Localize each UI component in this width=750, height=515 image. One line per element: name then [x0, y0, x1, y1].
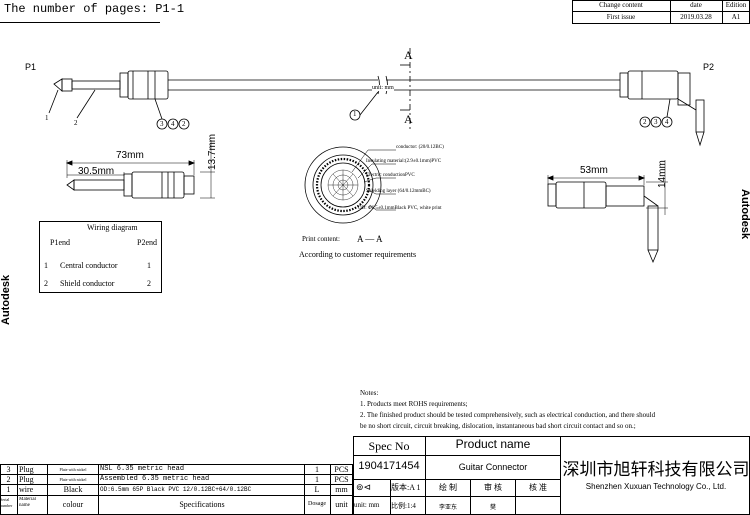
callout-1: 1	[45, 114, 49, 122]
check-label: 审 核	[484, 483, 502, 492]
dim-53: 53mm	[580, 165, 608, 176]
bom-footer-specs: Specifications	[179, 500, 225, 509]
section-letter-bottom: A	[404, 112, 413, 126]
bom-row-3-no: 3	[6, 465, 11, 474]
edition-header: Edition	[725, 1, 747, 9]
wiring-row-1-left: 1	[44, 261, 48, 270]
callout-cable: 1	[353, 110, 357, 118]
spec-no-label: Spec No	[368, 439, 410, 453]
bom-row-1-spec: OD:6.5mm 65P Black PVC 12/0.12BC+64/0.12…	[100, 486, 252, 493]
wiring-diagram-table	[39, 221, 162, 293]
p2-plug-top	[619, 70, 705, 147]
cross-section-label-4: Shielding layer (64/0.12mmBC)	[366, 189, 431, 194]
bom-row-1-no: 1	[6, 485, 11, 494]
dim-14: 14mm	[657, 160, 668, 188]
bom-footer-serial: Serial number	[0, 497, 13, 508]
print-content-value: A — A	[357, 234, 383, 244]
wiring-col-right: P2end	[137, 238, 157, 247]
p1-plug-top	[53, 70, 169, 100]
bom-row-1-note: Black	[63, 485, 83, 494]
bom-footer-unit: unit	[335, 500, 348, 509]
page-count-underline	[0, 22, 160, 23]
watermark-left: Autodesk	[0, 274, 12, 325]
bom-row-1-unit: mm	[335, 485, 348, 494]
bom-row-2-spec: Assembled 6.35 metric head	[100, 475, 210, 483]
company-name-cn: 深圳市旭轩科技有限公司	[562, 460, 750, 479]
note-line-2: 2. The finished product should be tested…	[360, 411, 656, 419]
p1-plug-side	[66, 171, 195, 199]
change-content-header: Change content	[599, 1, 643, 9]
unit-label-drawing: unit: mm	[372, 85, 394, 91]
wiring-col-left: P1end	[50, 238, 70, 247]
wiring-row-1-right: 1	[147, 261, 151, 270]
product-name-label: Product name	[455, 437, 531, 451]
section-letter-top: A	[404, 48, 413, 62]
note-line-3: be no short circuit, circuit breaking, d…	[360, 422, 636, 430]
product-name-value: Guitar Connector	[458, 462, 528, 472]
first-issue-date: 2019.03.28	[680, 13, 712, 21]
page-count-label: The number of pages: P1-1	[4, 2, 185, 16]
dim-30-5: 30.5mm	[78, 166, 115, 177]
bom-row-3-qty: 1	[315, 465, 319, 474]
projection-symbol-icon: ⊚⊲	[356, 482, 372, 492]
scale-label: 比例:1:4	[391, 502, 416, 510]
wiring-title: Wiring diagram	[87, 223, 138, 232]
p2-callout-c: 4	[665, 118, 669, 126]
callout-2: 2	[74, 119, 78, 127]
bom-row-1-name: wire	[19, 485, 34, 494]
p1-callout-a: 3	[160, 120, 164, 128]
cross-section-label-5: OD: Φ6.5±0.1mmBlack PVC, white print	[358, 206, 442, 211]
p2-plug-side	[547, 181, 659, 264]
unit-label: unit: mm	[354, 501, 380, 509]
company-name-en: Shenzhen Xuxuan Technology Co., Ltd.	[585, 482, 727, 491]
cross-section-label-2: Insulating material:(2.9±0.1mm)PVC	[366, 159, 442, 164]
p1-label: P1	[25, 62, 37, 72]
note-line-1: 1. Products meet ROHS requirements;	[360, 400, 468, 408]
bom-row-3-unit: PCS	[334, 465, 349, 474]
p1-callout-c: 2	[182, 120, 186, 128]
bom-row-2-unit: PCS	[334, 475, 349, 484]
customer-requirements: According to customer requirements	[299, 250, 417, 259]
spec-no-value: 1904171454	[358, 460, 420, 472]
bom-footer-colour: colour	[62, 500, 84, 509]
bom-row-3-name: Plug	[19, 465, 34, 474]
checker-name: 樊	[489, 505, 496, 511]
wiring-row-2-left: 2	[44, 279, 48, 288]
cross-section	[304, 146, 382, 224]
bom-row-2-qty: 1	[315, 475, 319, 484]
p2-callout-b: 3	[654, 118, 658, 126]
p2-callout-a: 2	[643, 118, 647, 126]
approve-label: 核 准	[529, 483, 547, 492]
bom-row-2-note: Plate with nickel	[59, 477, 87, 482]
dim-13-7: 13.7mm	[207, 133, 218, 170]
wiring-row-1-name: Central conductor	[60, 261, 118, 270]
cross-section-label-1: conductor: (20/0.12BC)	[396, 145, 444, 150]
cross-section-label-3: Electric conductionPVC	[366, 173, 415, 178]
drawer-name: 李亚东	[438, 505, 457, 511]
bom-row-3-spec: NSL 6.35 metric head	[100, 465, 185, 473]
wiring-row-2-right: 2	[147, 279, 151, 288]
notes-title: Notes:	[360, 389, 379, 397]
bom-row-3-note: Plate with nickel	[59, 467, 87, 472]
watermark-right: Autodesk	[739, 189, 750, 240]
bom-row-1-qty: L	[314, 485, 320, 494]
wiring-row-2-name: Shield conductor	[60, 279, 115, 288]
bom-footer-dosage: Dosage	[308, 501, 326, 507]
version-label: 版本:A 1	[391, 483, 421, 492]
drawn-label: 绘 制	[439, 483, 457, 492]
dim-73: 73mm	[116, 150, 144, 161]
bom-row-2-no: 2	[6, 475, 11, 484]
p2-label: P2	[703, 62, 715, 72]
print-content-label: Print content:	[302, 235, 340, 243]
bom-row-2-name: Plug	[19, 475, 34, 484]
p1-callout-b: 4	[171, 120, 175, 128]
date-header: date	[690, 1, 702, 9]
bom-footer-material: Material name	[19, 497, 36, 508]
first-issue-edition: A1	[731, 13, 741, 21]
first-issue-label: First issue	[606, 13, 636, 21]
